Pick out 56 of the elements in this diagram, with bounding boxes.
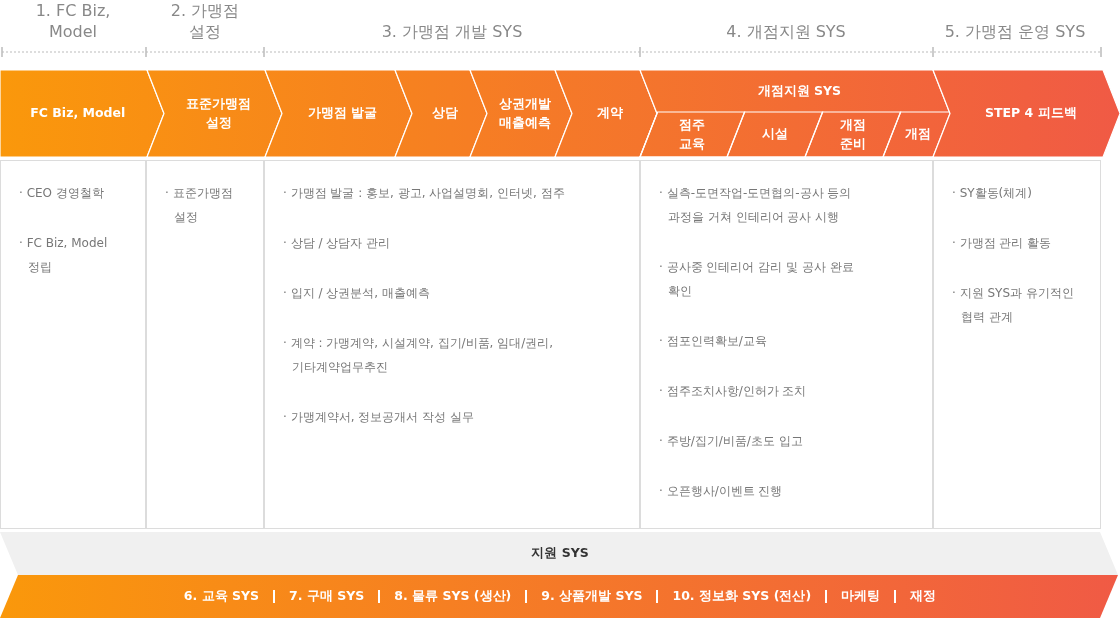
description-panel	[0, 160, 146, 529]
step-label: 개점 준비	[838, 115, 867, 153]
band-title: 지원 SYS	[531, 544, 589, 563]
support-item: 9. 상품개발 SYS	[541, 587, 643, 606]
stage-heading: 1. FC Biz, Model	[34, 0, 112, 42]
step-label: 시설	[761, 125, 788, 144]
step-label: 계약	[597, 104, 624, 123]
stage-heading: 4. 개점지원 SYS	[725, 21, 847, 42]
bullet-text: · 입지 / 상권분석, 매출예측	[283, 285, 431, 302]
step-label: 표준가맹점 설정	[185, 94, 253, 132]
description-panel	[640, 160, 933, 529]
step-label: 점주 교육	[678, 115, 707, 153]
bullet-text: · 상담 / 상담자 관리	[283, 235, 392, 252]
step-label: 상권개발 매출예측	[498, 94, 553, 132]
bullet-text: · 계약 : 가맹계약, 시설계약, 집기/비품, 임대/권리, 기타계약업무추진	[283, 335, 555, 376]
support-band	[0, 532, 1120, 575]
bullet-text: · 점주조치사항/인허가 조치	[659, 383, 808, 400]
stage-heading: 5. 가맹점 운영 SYS	[943, 21, 1087, 42]
support-item: 마케팅	[841, 587, 881, 606]
stage-band-segment	[0, 70, 164, 157]
support-item: 10. 정보화 SYS (전산)	[672, 587, 812, 606]
step-parallelogram	[805, 112, 901, 157]
bullet-text: · 점포인력확보/교육	[659, 333, 768, 350]
step-label: 개점	[904, 125, 931, 144]
bullet-text: · 공사중 인테리어 감리 및 공사 완료 확인	[659, 259, 855, 300]
bullet-text: · 오픈행사/이벤트 진행	[659, 483, 784, 500]
stage-band-segment	[395, 70, 487, 157]
step-parallelogram	[727, 112, 823, 157]
support-items-band	[0, 575, 1120, 618]
step-label: 상담	[432, 104, 459, 123]
stage-band-segment	[933, 70, 1120, 157]
support-item: 6. 교육 SYS	[183, 587, 260, 606]
bullet-text: · 주방/집기/비품/초도 입고	[659, 433, 804, 450]
step-label: 개점지원 SYS	[757, 81, 841, 100]
bullet-text: · FC Biz, Model 정립	[19, 235, 109, 276]
description-panel	[146, 160, 264, 529]
support-item: 7. 구매 SYS	[289, 587, 365, 606]
bullet-text: · 실측-도면작업-도면협의-공사 등의 과정을 거쳐 인테리어 공사 시행	[659, 185, 853, 226]
description-panel	[264, 160, 640, 529]
bullet-text: · 가맹점 관리 활동	[952, 235, 1053, 252]
stage-heading: 3. 가맹점 개발 SYS	[380, 21, 524, 42]
step-parallelogram	[640, 112, 745, 157]
bullet-text: · 가맹점 발굴 : 홍보, 광고, 사업설명회, 인터넷, 점주	[283, 185, 566, 202]
description-panel	[933, 160, 1101, 529]
bullet-text: · CEO 경영철학	[19, 185, 105, 202]
bullet-text: · SY활동(체계)	[952, 185, 1033, 202]
stage-heading: 2. 가맹점 설정	[169, 0, 241, 42]
bullet-text: · 표준가맹점 설정	[165, 185, 234, 226]
step-label: FC Biz, Model	[30, 104, 126, 123]
stage-band-segment	[555, 70, 657, 157]
step-label: STEP 4 피드백	[984, 104, 1077, 123]
stage-band-segment	[147, 70, 282, 157]
support-item: 8. 물류 SYS (생산)	[394, 587, 512, 606]
bullet-text: · 지원 SYS과 유기적인 협력 관계	[952, 285, 1075, 326]
support-item: 재정	[910, 587, 937, 606]
bullet-text: · 가맹계약서, 정보공개서 작성 실무	[283, 409, 475, 426]
